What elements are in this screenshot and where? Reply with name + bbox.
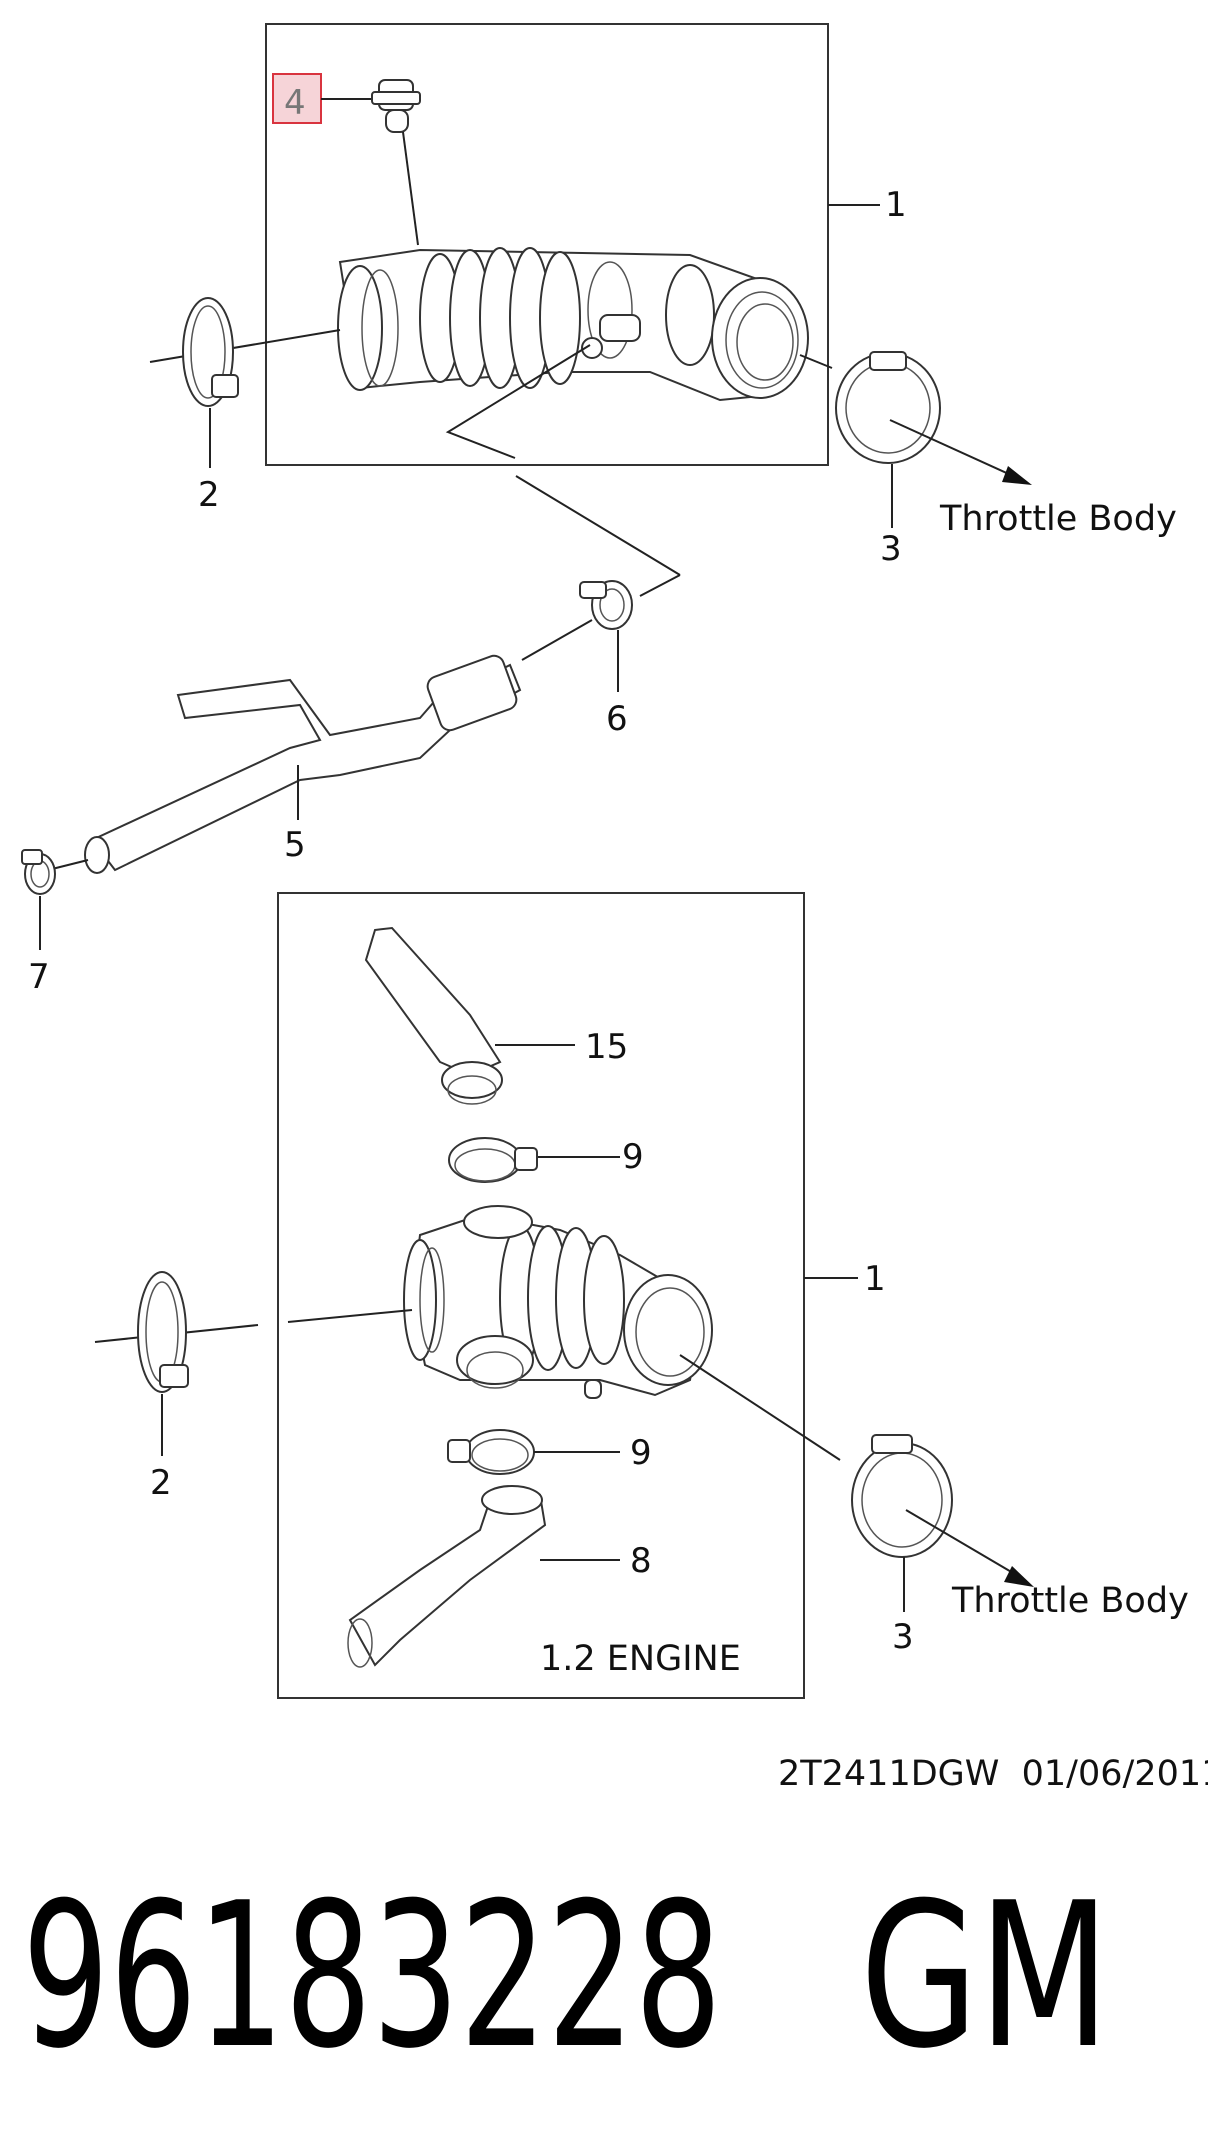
- arrow-throttle-top: [1002, 466, 1032, 485]
- clamp-6: [579, 580, 633, 630]
- clamp-left-top: [182, 297, 239, 407]
- upper-hose-15: [364, 926, 503, 1105]
- sensor-part: [371, 79, 421, 246]
- bottom-assembly-frame: [277, 892, 805, 1699]
- throttle-body-label-bottom: Throttle Body: [951, 1581, 1189, 1621]
- arrow-throttle-bottom: [1004, 1566, 1034, 1587]
- callout-3-top: 3: [880, 529, 902, 569]
- small-clamp-upper-9: [448, 1137, 538, 1183]
- callout-9-upper: 9: [622, 1137, 644, 1177]
- callout-5: 5: [284, 825, 306, 865]
- sensor-highlight-box: [272, 73, 322, 124]
- clamp-left-bottom: [137, 1271, 189, 1393]
- callout-3-bottom: 3: [892, 1617, 914, 1657]
- callout-1-top: 1: [885, 185, 907, 225]
- callout-15: 15: [585, 1027, 628, 1067]
- callout-7: 7: [28, 957, 50, 997]
- drawing-code: 2T2411DGW 01/06/2011: [778, 1754, 1208, 1794]
- callout-8: 8: [630, 1541, 652, 1581]
- pipe-5: [84, 654, 522, 874]
- clamp-right-bottom: [851, 1434, 953, 1558]
- part-number: 96183228: [22, 1860, 722, 2093]
- callout-4: 4: [284, 83, 306, 123]
- callout-1-bottom: 1: [864, 1259, 886, 1299]
- clamp-right-top: [835, 351, 941, 464]
- callout-2-bottom: 2: [150, 1463, 172, 1503]
- lower-hose-8: [347, 1485, 547, 1668]
- top-assembly-frame: [265, 23, 829, 466]
- callout-2-top: 2: [198, 475, 220, 515]
- engine-label: 1.2 ENGINE: [540, 1639, 741, 1679]
- small-clamp-lower-9: [447, 1429, 535, 1475]
- callout-9-lower: 9: [630, 1433, 652, 1473]
- intake-hose-bottom: [403, 1205, 713, 1399]
- callout-6: 6: [606, 699, 628, 739]
- intake-hose-top: [337, 247, 809, 402]
- clamp-7: [21, 849, 56, 895]
- brand-label: GM: [860, 1860, 1110, 2093]
- throttle-body-label-top: Throttle Body: [939, 499, 1177, 539]
